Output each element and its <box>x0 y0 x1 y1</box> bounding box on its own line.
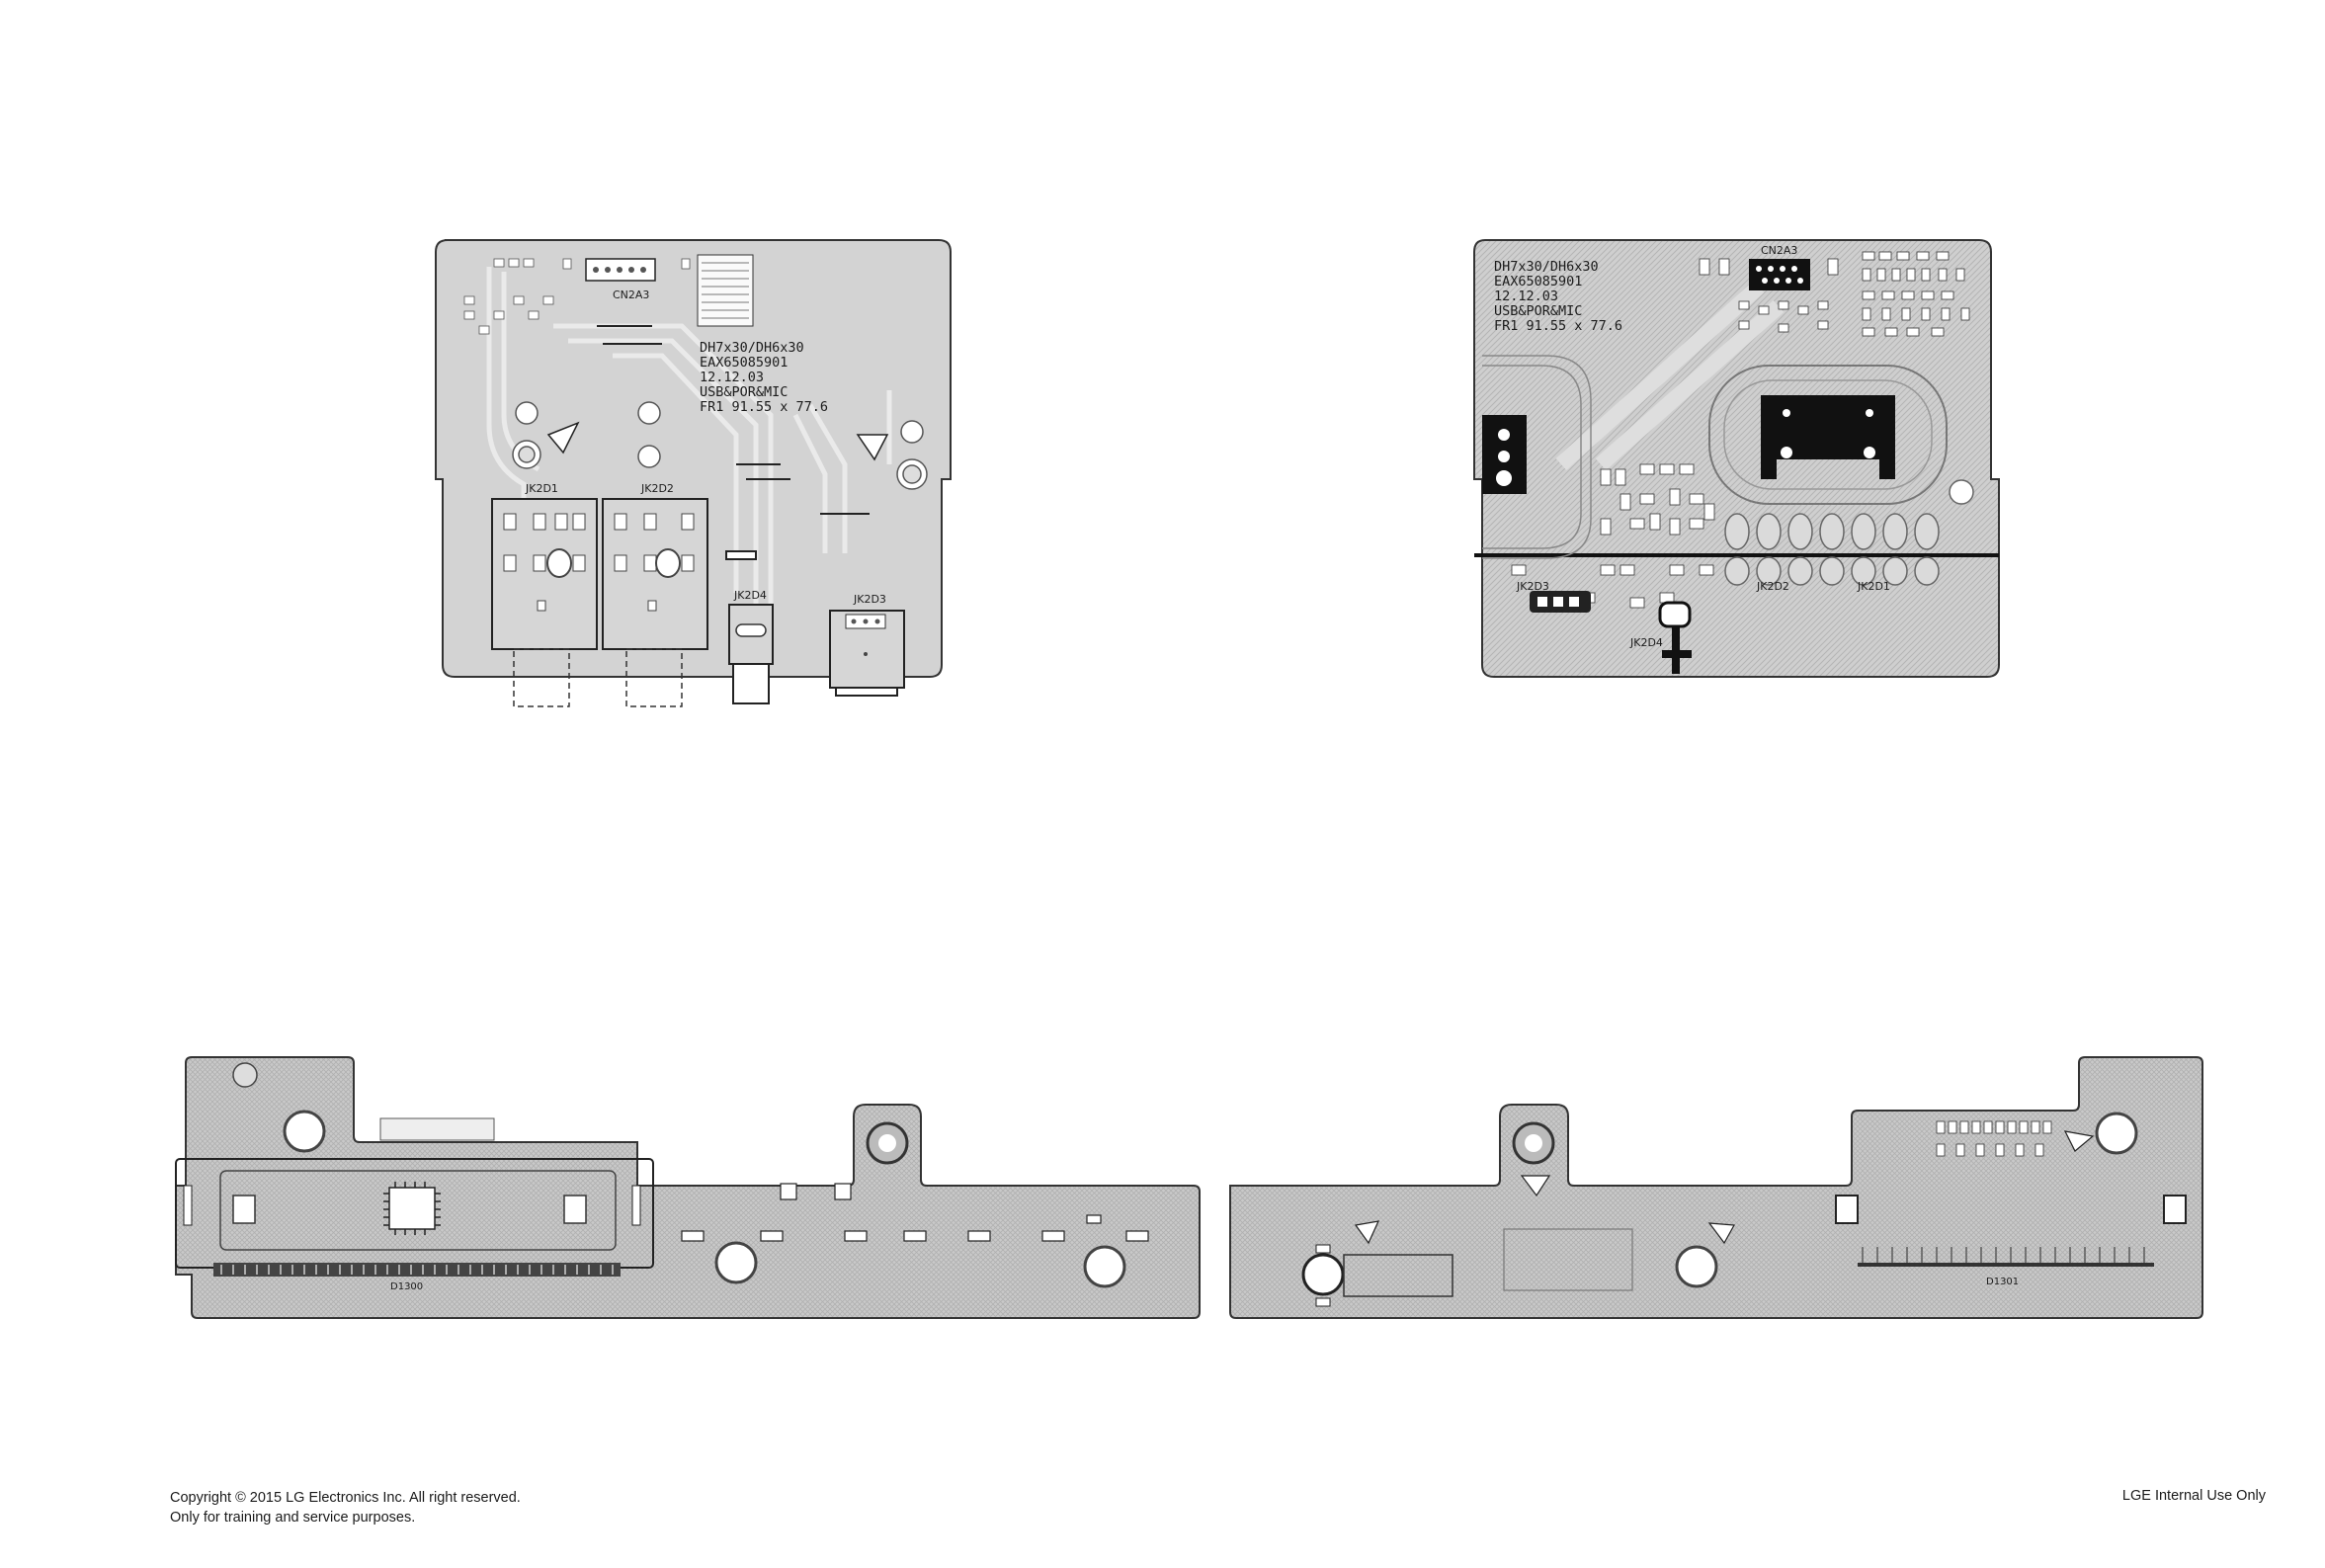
board2-title-line-5: FR1 91.55 x 77.6 <box>1494 318 1622 334</box>
board1-title-line-2: EAX65085901 <box>700 355 788 371</box>
board1-title-line-5: FR1 91.55 x 77.6 <box>700 399 828 415</box>
board-usb-top-view: DH7x30/DH6x30 EAX65085901 12.12.03 USB&P… <box>435 239 952 707</box>
board1-ref-jk2d2: JK2D2 <box>640 482 674 495</box>
board1-ref-jk2d4: JK2D4 <box>733 589 767 602</box>
board2-title-line-1: DH7x30/DH6x30 <box>1494 259 1599 275</box>
board2-title-line-2: EAX65085901 <box>1494 274 1582 289</box>
board1-ref-jk2d3: JK2D3 <box>853 593 886 606</box>
jk2d3-jack <box>829 610 905 697</box>
board-front-left: D1300 <box>175 1056 1201 1319</box>
board4-ref-d1301: D1301 <box>1986 1277 2019 1287</box>
board2-title-line-3: 12.12.03 <box>1494 289 1558 304</box>
board2-ref-jk2d3: JK2D3 <box>1516 580 1549 593</box>
board1-title-line-4: USB&POR&MIC <box>700 384 788 400</box>
board2-title-line-4: USB&POR&MIC <box>1494 303 1582 319</box>
footer-purpose: Only for training and service purposes. <box>170 1510 416 1526</box>
board3-ref-d1300: D1300 <box>390 1281 423 1292</box>
board2-ref-cn2a3: CN2A3 <box>1761 244 1797 257</box>
footer-internal-use: LGE Internal Use Only <box>2121 1488 2266 1504</box>
board-front-right: D1301 <box>1229 1056 2203 1319</box>
board-usb-bottom-view: DH7x30/DH6x30 EAX65085901 12.12.03 USB&P… <box>1473 239 2000 678</box>
jk2d2-jack <box>602 498 708 707</box>
board1-title-line-3: 12.12.03 <box>700 370 764 385</box>
board2-ref-jk2d2: JK2D2 <box>1756 580 1789 593</box>
board2-ref-jk2d4: JK2D4 <box>1629 636 1663 649</box>
footer-copyright-block: Copyright © 2015 LG Electronics Inc. All… <box>170 1488 521 1527</box>
board1-title-line-1: DH7x30/DH6x30 <box>700 340 804 356</box>
board1-ref-jk2d1: JK2D1 <box>525 482 558 495</box>
footer-copyright: Copyright © 2015 LG Electronics Inc. All… <box>170 1490 521 1506</box>
jk2d4-jack <box>728 604 774 704</box>
board2-ref-jk2d1: JK2D1 <box>1857 580 1890 593</box>
board1-ref-cn2a3: CN2A3 <box>613 289 649 301</box>
jk2d1-jack <box>491 498 598 707</box>
